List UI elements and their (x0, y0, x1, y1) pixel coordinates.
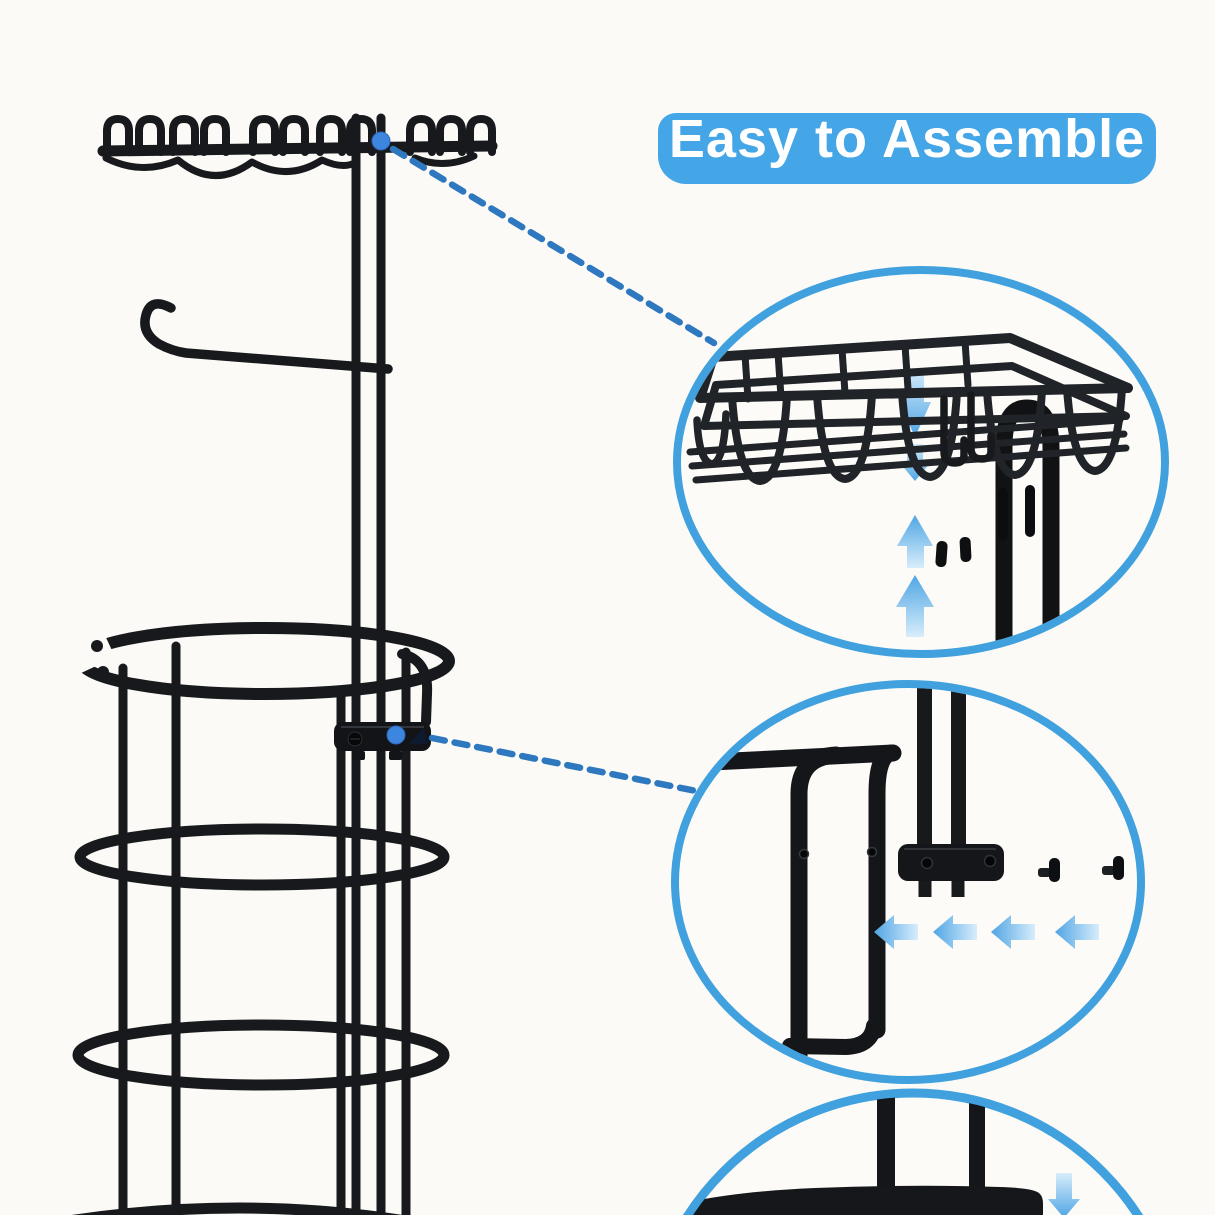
detail-wire-basket (686, 333, 1133, 485)
arrow-down-icon (1048, 1173, 1080, 1215)
callout-clamp-content (703, 688, 1124, 1076)
pole-clamp (334, 722, 431, 760)
leader-line-basket (389, 145, 718, 347)
arrow-left-icon (1055, 915, 1099, 949)
clamp-screw-marker-dot (386, 725, 406, 745)
screw-icon (1038, 858, 1060, 882)
leader-line-clamp (428, 734, 700, 795)
frame-screw-hole-icon (798, 848, 810, 860)
hanger-peg-icon (1025, 485, 1035, 537)
support-post-icon (877, 1097, 895, 1193)
mounting-pin-icon (935, 541, 948, 568)
detail-pole-clamp (898, 844, 1004, 881)
clamp-hole-icon (920, 856, 934, 870)
roll-holder-arm (140, 299, 393, 374)
pole-rods (917, 688, 966, 897)
mounting-pin-icon (959, 536, 972, 562)
screw-icon (1102, 856, 1124, 880)
callout-circle-clamp (671, 680, 1145, 1084)
frame-screw-hole-icon (866, 846, 878, 858)
arrow-left-icon (933, 915, 977, 949)
banner-label: Easy to Assemble (668, 113, 1146, 169)
arrow-up-icon (896, 575, 934, 637)
cage-ring-opening (60, 626, 116, 678)
clamp-hole-icon (983, 854, 997, 868)
top-basket (97, 114, 498, 179)
easy-to-assemble-banner: Easy to Assemble (658, 113, 1156, 184)
cage-side-frame (703, 744, 902, 1076)
basket-hook-wires (940, 391, 995, 467)
arrow-left-icon (874, 915, 918, 949)
callout-basket-content (686, 333, 1133, 650)
base-plate (660, 1185, 1043, 1215)
callout-base-content (660, 1097, 1080, 1215)
arrow-up-icon (897, 515, 933, 568)
support-post-icon (969, 1097, 985, 1193)
callout-circle-base (682, 1088, 1144, 1215)
basket-joint-marker-dot (371, 131, 391, 151)
arrow-left-icon (991, 915, 1035, 949)
hanger-peg-icon (998, 488, 1008, 540)
